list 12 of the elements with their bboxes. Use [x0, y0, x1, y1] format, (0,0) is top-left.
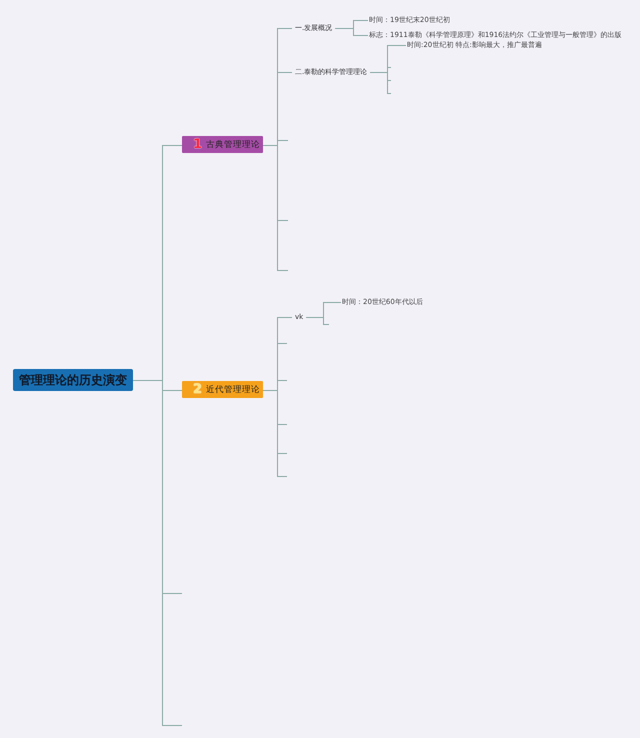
topic-title: 近代管理理论 [206, 384, 260, 396]
branch-line [262, 390, 288, 477]
branch-line [370, 72, 392, 94]
topic-box [182, 381, 263, 398]
topic-title: 古典管理理论 [206, 138, 260, 150]
branch-line [306, 317, 330, 325]
central-topic: 管理理论的历史演变 [13, 369, 133, 391]
topic-number: 2 [193, 382, 202, 397]
branch-line [334, 28, 368, 36]
branch-line [262, 145, 288, 271]
topic-box [182, 136, 263, 153]
topic-number: 1 [193, 137, 202, 152]
